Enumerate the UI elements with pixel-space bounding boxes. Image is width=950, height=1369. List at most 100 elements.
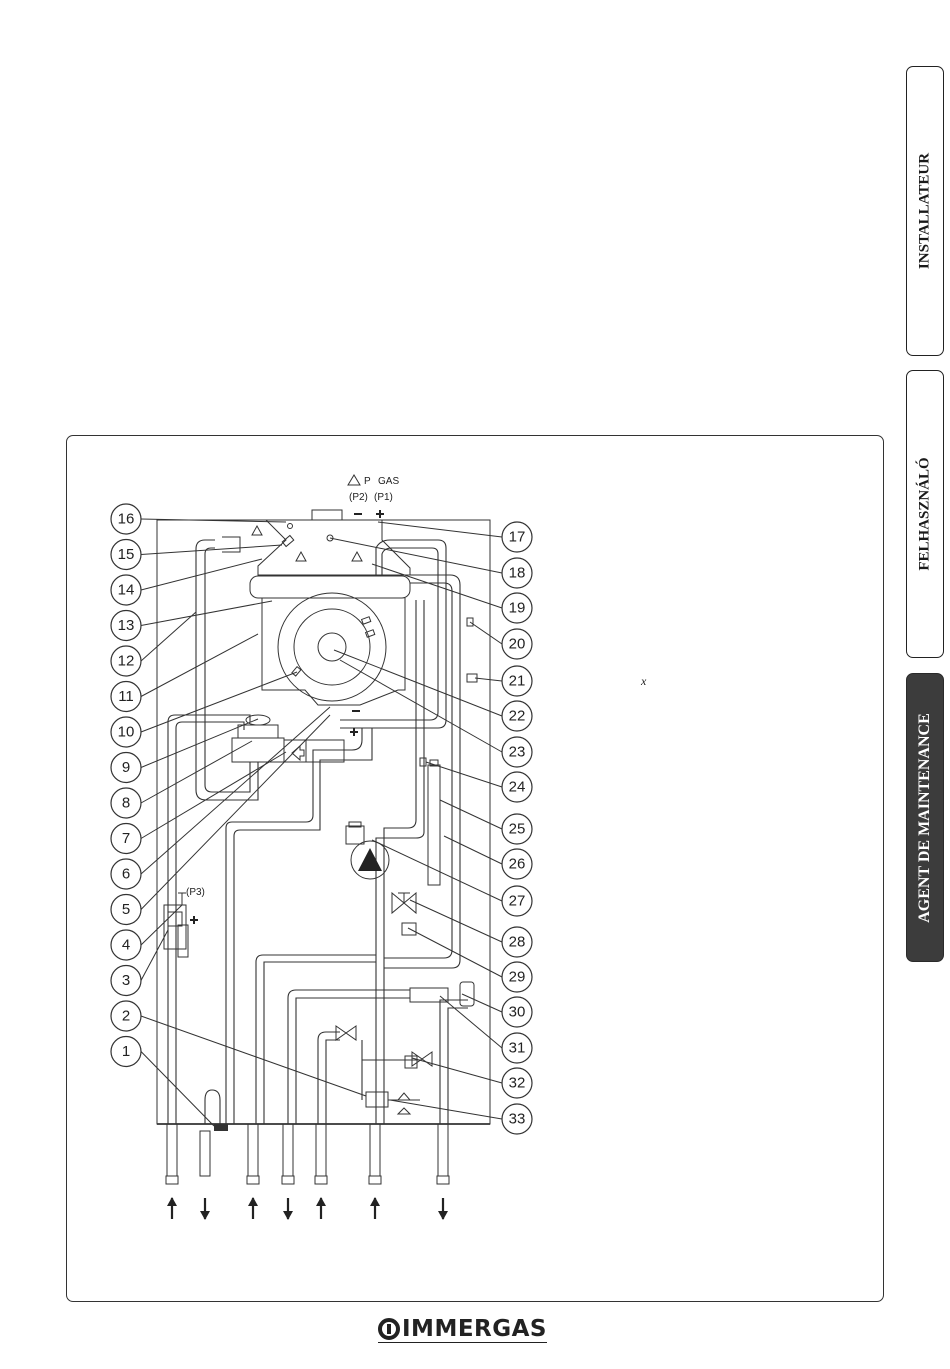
fitting-pipe-0 bbox=[167, 1124, 177, 1176]
callout-24-label: 24 bbox=[509, 779, 526, 796]
ignition-electrode bbox=[362, 617, 371, 624]
callout-26-leader bbox=[444, 836, 502, 864]
thermostat-dot bbox=[288, 524, 293, 529]
logo-mark-icon bbox=[378, 1318, 400, 1340]
air-vent bbox=[346, 826, 364, 844]
callout-6-label: 6 bbox=[122, 866, 130, 883]
fitting-pipe-4 bbox=[316, 1124, 326, 1176]
diverter-valve bbox=[366, 1092, 388, 1107]
callouts-right: 1718192021222324252627282930313233 bbox=[330, 522, 532, 1134]
pump-triangle-icon bbox=[358, 848, 382, 871]
logo-wordmark: IMMERGAS bbox=[402, 1316, 547, 1342]
callout-15-leader bbox=[141, 545, 282, 555]
arrow-down-icon bbox=[283, 1198, 293, 1220]
callout-14-label: 14 bbox=[118, 582, 135, 599]
fitting-nut-4 bbox=[315, 1176, 327, 1184]
callout-27-label: 27 bbox=[509, 893, 526, 910]
flue-outlet bbox=[222, 537, 240, 552]
drain-tube bbox=[200, 1131, 210, 1176]
callout-5-label: 5 bbox=[122, 901, 130, 918]
safety-valve-stem bbox=[398, 893, 410, 903]
diverter-triangle-icon bbox=[398, 1093, 410, 1100]
fitting-pipe-5 bbox=[370, 1124, 380, 1176]
combustion-chamber bbox=[262, 598, 405, 705]
gas-label: GAS bbox=[378, 476, 399, 487]
immergas-logo: IMMERGAS bbox=[378, 1313, 547, 1345]
logo-underline bbox=[378, 1342, 547, 1343]
fitting-pipe-6 bbox=[438, 1124, 448, 1176]
callout-15-label: 15 bbox=[118, 546, 135, 563]
callout-22-leader bbox=[334, 650, 502, 716]
diverter-valve-base bbox=[398, 1108, 410, 1114]
callout-14-leader bbox=[141, 559, 262, 590]
callout-19-leader bbox=[372, 564, 502, 608]
fan-housing-mid bbox=[294, 609, 370, 685]
dhw-out-inner bbox=[296, 998, 410, 1124]
plus-sign bbox=[376, 510, 384, 518]
delta-icon bbox=[348, 475, 360, 485]
fitting-nut-3 bbox=[282, 1176, 294, 1184]
callout-8-label: 8 bbox=[122, 795, 130, 812]
gas-valve-right bbox=[306, 740, 344, 762]
fitting-nut-5 bbox=[369, 1176, 381, 1184]
bypass-pipe bbox=[362, 1040, 420, 1100]
callout-21-label: 21 bbox=[509, 673, 526, 690]
callout-4-label: 4 bbox=[122, 937, 130, 954]
heating-flow-outer bbox=[256, 955, 376, 1124]
callout-25-label: 25 bbox=[509, 821, 526, 838]
delta-p-label: P bbox=[364, 476, 371, 487]
callout-20-leader bbox=[470, 622, 502, 644]
gas-cock-body bbox=[168, 912, 182, 926]
callouts-left: 16151413121110987654321 bbox=[111, 504, 366, 1126]
callout-25-leader bbox=[440, 800, 502, 829]
callout-31-label: 31 bbox=[509, 1040, 526, 1057]
return-pipe-inner bbox=[384, 583, 452, 958]
callout-17-label: 17 bbox=[509, 529, 526, 546]
callout-12-label: 12 bbox=[118, 653, 135, 670]
callout-31-leader bbox=[440, 996, 502, 1048]
callout-11-label: 11 bbox=[118, 688, 134, 705]
arrow-up-icon bbox=[316, 1197, 326, 1219]
bottom-fittings bbox=[166, 1124, 449, 1184]
callout-29-label: 29 bbox=[509, 969, 526, 986]
arrow-down-icon bbox=[438, 1198, 448, 1220]
callout-1-leader bbox=[141, 1052, 214, 1127]
callout-2-leader bbox=[141, 1016, 366, 1096]
fitting-pipe-3 bbox=[283, 1124, 293, 1176]
fitting-nut-6 bbox=[437, 1176, 449, 1184]
drain-cap bbox=[214, 1124, 228, 1131]
callout-33-label: 33 bbox=[509, 1111, 526, 1128]
callout-16-label: 16 bbox=[118, 511, 135, 528]
callout-18-label: 18 bbox=[509, 565, 526, 582]
flow-pipe-inner bbox=[340, 548, 438, 720]
return-pipe-outer bbox=[384, 575, 460, 968]
heat-exchanger-top bbox=[250, 576, 410, 598]
flue-pipe-inner bbox=[205, 548, 250, 792]
heating-flow-inner bbox=[264, 962, 376, 1124]
callout-23-label: 23 bbox=[509, 744, 526, 761]
dhw-pipe-inner bbox=[234, 728, 372, 1124]
fitting-pipe-2 bbox=[248, 1124, 258, 1176]
fitting-nut-2 bbox=[247, 1176, 259, 1184]
cold-in-outer bbox=[318, 1032, 340, 1124]
flow-pipe-outer bbox=[340, 540, 446, 728]
drain-valve-body bbox=[405, 1056, 417, 1068]
plus-sign-valve bbox=[350, 728, 358, 736]
arrow-up-icon bbox=[370, 1197, 380, 1219]
callout-20-label: 20 bbox=[509, 636, 526, 653]
callout-5-leader bbox=[141, 715, 330, 910]
callout-11-leader bbox=[141, 634, 258, 697]
callout-22-label: 22 bbox=[509, 708, 526, 725]
callout-9-label: 9 bbox=[122, 759, 130, 776]
callout-7-label: 7 bbox=[122, 830, 130, 847]
callout-30-label: 30 bbox=[509, 1004, 526, 1021]
dhw-probe bbox=[420, 758, 426, 766]
callout-3-label: 3 bbox=[122, 972, 130, 989]
callout-24-leader bbox=[426, 762, 502, 787]
callout-12-leader bbox=[141, 612, 196, 661]
bottom-arrows bbox=[167, 1197, 448, 1220]
flue-probe bbox=[282, 535, 294, 546]
p3-tap bbox=[178, 893, 186, 905]
callout-10-label: 10 bbox=[118, 724, 135, 741]
callout-2-label: 2 bbox=[122, 1008, 130, 1025]
